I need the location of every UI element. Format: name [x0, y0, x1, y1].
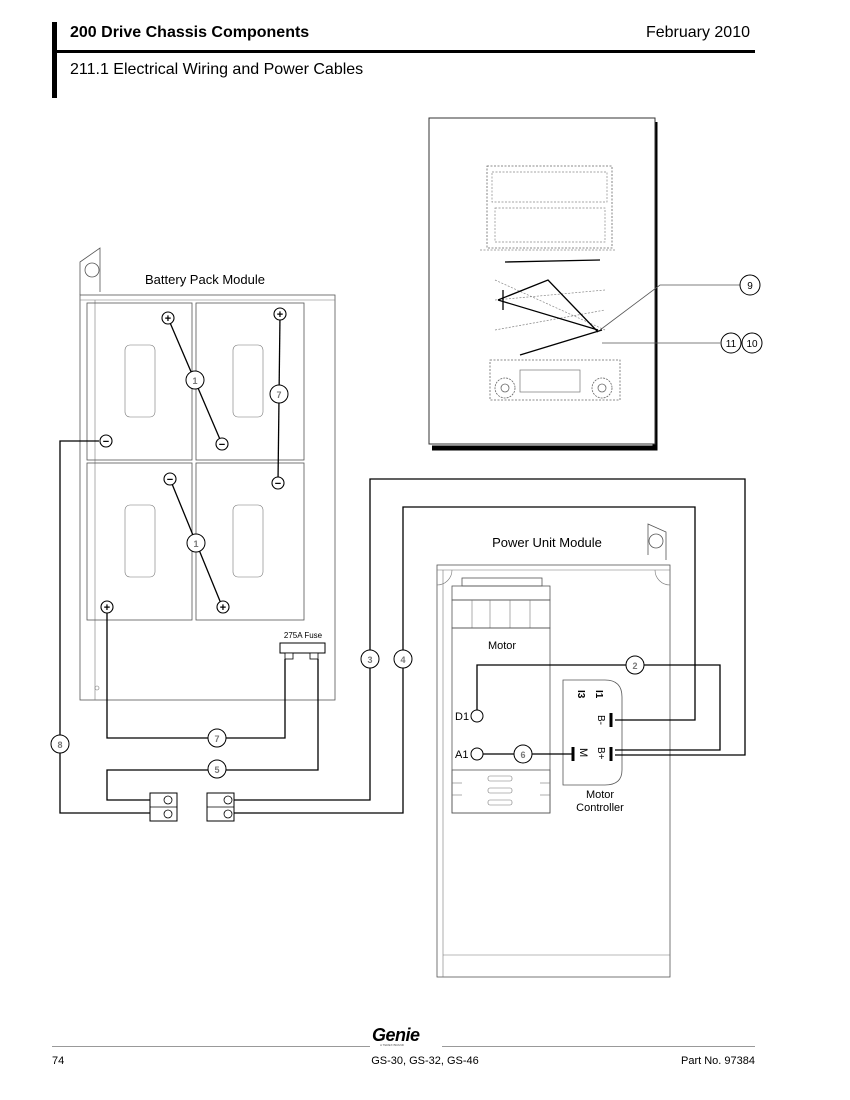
svg-text:3: 3 — [367, 655, 372, 665]
callout-1-upper: 1 — [185, 370, 205, 390]
svg-text:10: 10 — [746, 339, 758, 350]
svg-text:1: 1 — [193, 539, 198, 549]
battery-terminal-minus-2: − — [271, 476, 285, 490]
svg-text:+: + — [104, 602, 110, 614]
pin-bminus-label: B- — [595, 715, 606, 725]
svg-text:+: + — [165, 313, 171, 325]
svg-text:9: 9 — [747, 281, 753, 292]
controller-label-line1: Motor — [586, 789, 614, 801]
svg-text:4: 4 — [400, 655, 405, 665]
callout-2: 2 — [625, 655, 645, 675]
callout-10: 10 — [741, 332, 763, 354]
terminal-a1-label: A1 — [455, 749, 468, 761]
battery-terminal-plus-1: + — [161, 311, 175, 325]
cable-3 — [223, 478, 746, 801]
genie-logo: Genie — [372, 1025, 420, 1045]
page-number: 74 — [52, 1055, 65, 1067]
cable-4 — [223, 506, 696, 814]
battery-terminal-minus-1: − — [215, 437, 229, 451]
battery-terminal-minus-4: − — [163, 472, 177, 486]
callout-9: 9 — [739, 274, 761, 296]
svg-text:8: 8 — [57, 740, 62, 750]
battery-terminal-plus-3: + — [100, 600, 114, 614]
svg-text:−: − — [103, 436, 109, 448]
footer-rule-left — [52, 1046, 370, 1047]
callout-11: 11 — [720, 332, 742, 354]
callout-7-lower: 7 — [207, 728, 227, 748]
battery-pack-module — [79, 247, 336, 701]
controller-label-line2: Controller — [576, 802, 624, 814]
pin-i3-label: I3 — [575, 690, 586, 699]
header-bar — [52, 22, 57, 98]
callout-5: 5 — [207, 759, 227, 779]
svg-text:7: 7 — [214, 734, 219, 744]
svg-text:11: 11 — [726, 339, 737, 350]
fuse-label: 275A Fuse — [284, 631, 323, 640]
svg-text:+: + — [277, 309, 283, 321]
motor-label: Motor — [488, 640, 516, 652]
svg-text:2: 2 — [632, 661, 637, 671]
cable-8 — [59, 440, 150, 814]
power-unit-label: Power Unit Module — [492, 535, 602, 550]
battery-terminal-minus-3: − — [99, 434, 113, 448]
header-rule — [57, 50, 755, 53]
callout-8: 8 — [50, 734, 70, 754]
battery-terminal-plus-2: + — [273, 307, 287, 321]
svg-text:6: 6 — [520, 750, 525, 760]
cable-5 — [106, 659, 319, 801]
terminal-d1-label: D1 — [455, 711, 469, 723]
footer-rule-right — [442, 1046, 755, 1047]
battery-pack-label: Battery Pack Module — [145, 272, 265, 287]
pin-bplus-label: B+ — [595, 747, 606, 760]
pin-m-label: M — [577, 748, 589, 757]
callout-7-upper: 7 — [269, 384, 289, 404]
svg-text:7: 7 — [276, 390, 281, 400]
part-number: Part No. 97384 — [681, 1055, 755, 1067]
callout-6: 6 — [513, 744, 533, 764]
section-title: 200 Drive Chassis Components — [70, 24, 310, 41]
callout-3: 3 — [360, 649, 380, 669]
connector-unit-side — [206, 792, 235, 822]
subsection-title: 211.1 Electrical Wiring and Power Cables — [70, 61, 364, 78]
machine-inset — [428, 117, 740, 451]
callout-1-lower: 1 — [186, 533, 206, 553]
power-unit-module — [436, 523, 671, 978]
header-date: February 2010 — [645, 24, 750, 41]
svg-text:1: 1 — [192, 376, 197, 386]
pin-i1-label: I1 — [593, 690, 604, 699]
svg-text:+: + — [220, 602, 226, 614]
connector-battery-side — [149, 792, 178, 822]
genie-logo-tagline: A TEREX BRAND — [380, 1043, 404, 1047]
svg-text:−: − — [275, 478, 281, 490]
cable-2 — [476, 664, 721, 751]
svg-text:−: − — [219, 439, 225, 451]
model-list: GS-30, GS-32, GS-46 — [371, 1055, 479, 1067]
svg-text:−: − — [167, 474, 173, 486]
svg-text:5: 5 — [214, 765, 219, 775]
cable-7-lower — [106, 607, 286, 739]
battery-terminal-plus-4: + — [216, 600, 230, 614]
callout-4: 4 — [393, 649, 413, 669]
